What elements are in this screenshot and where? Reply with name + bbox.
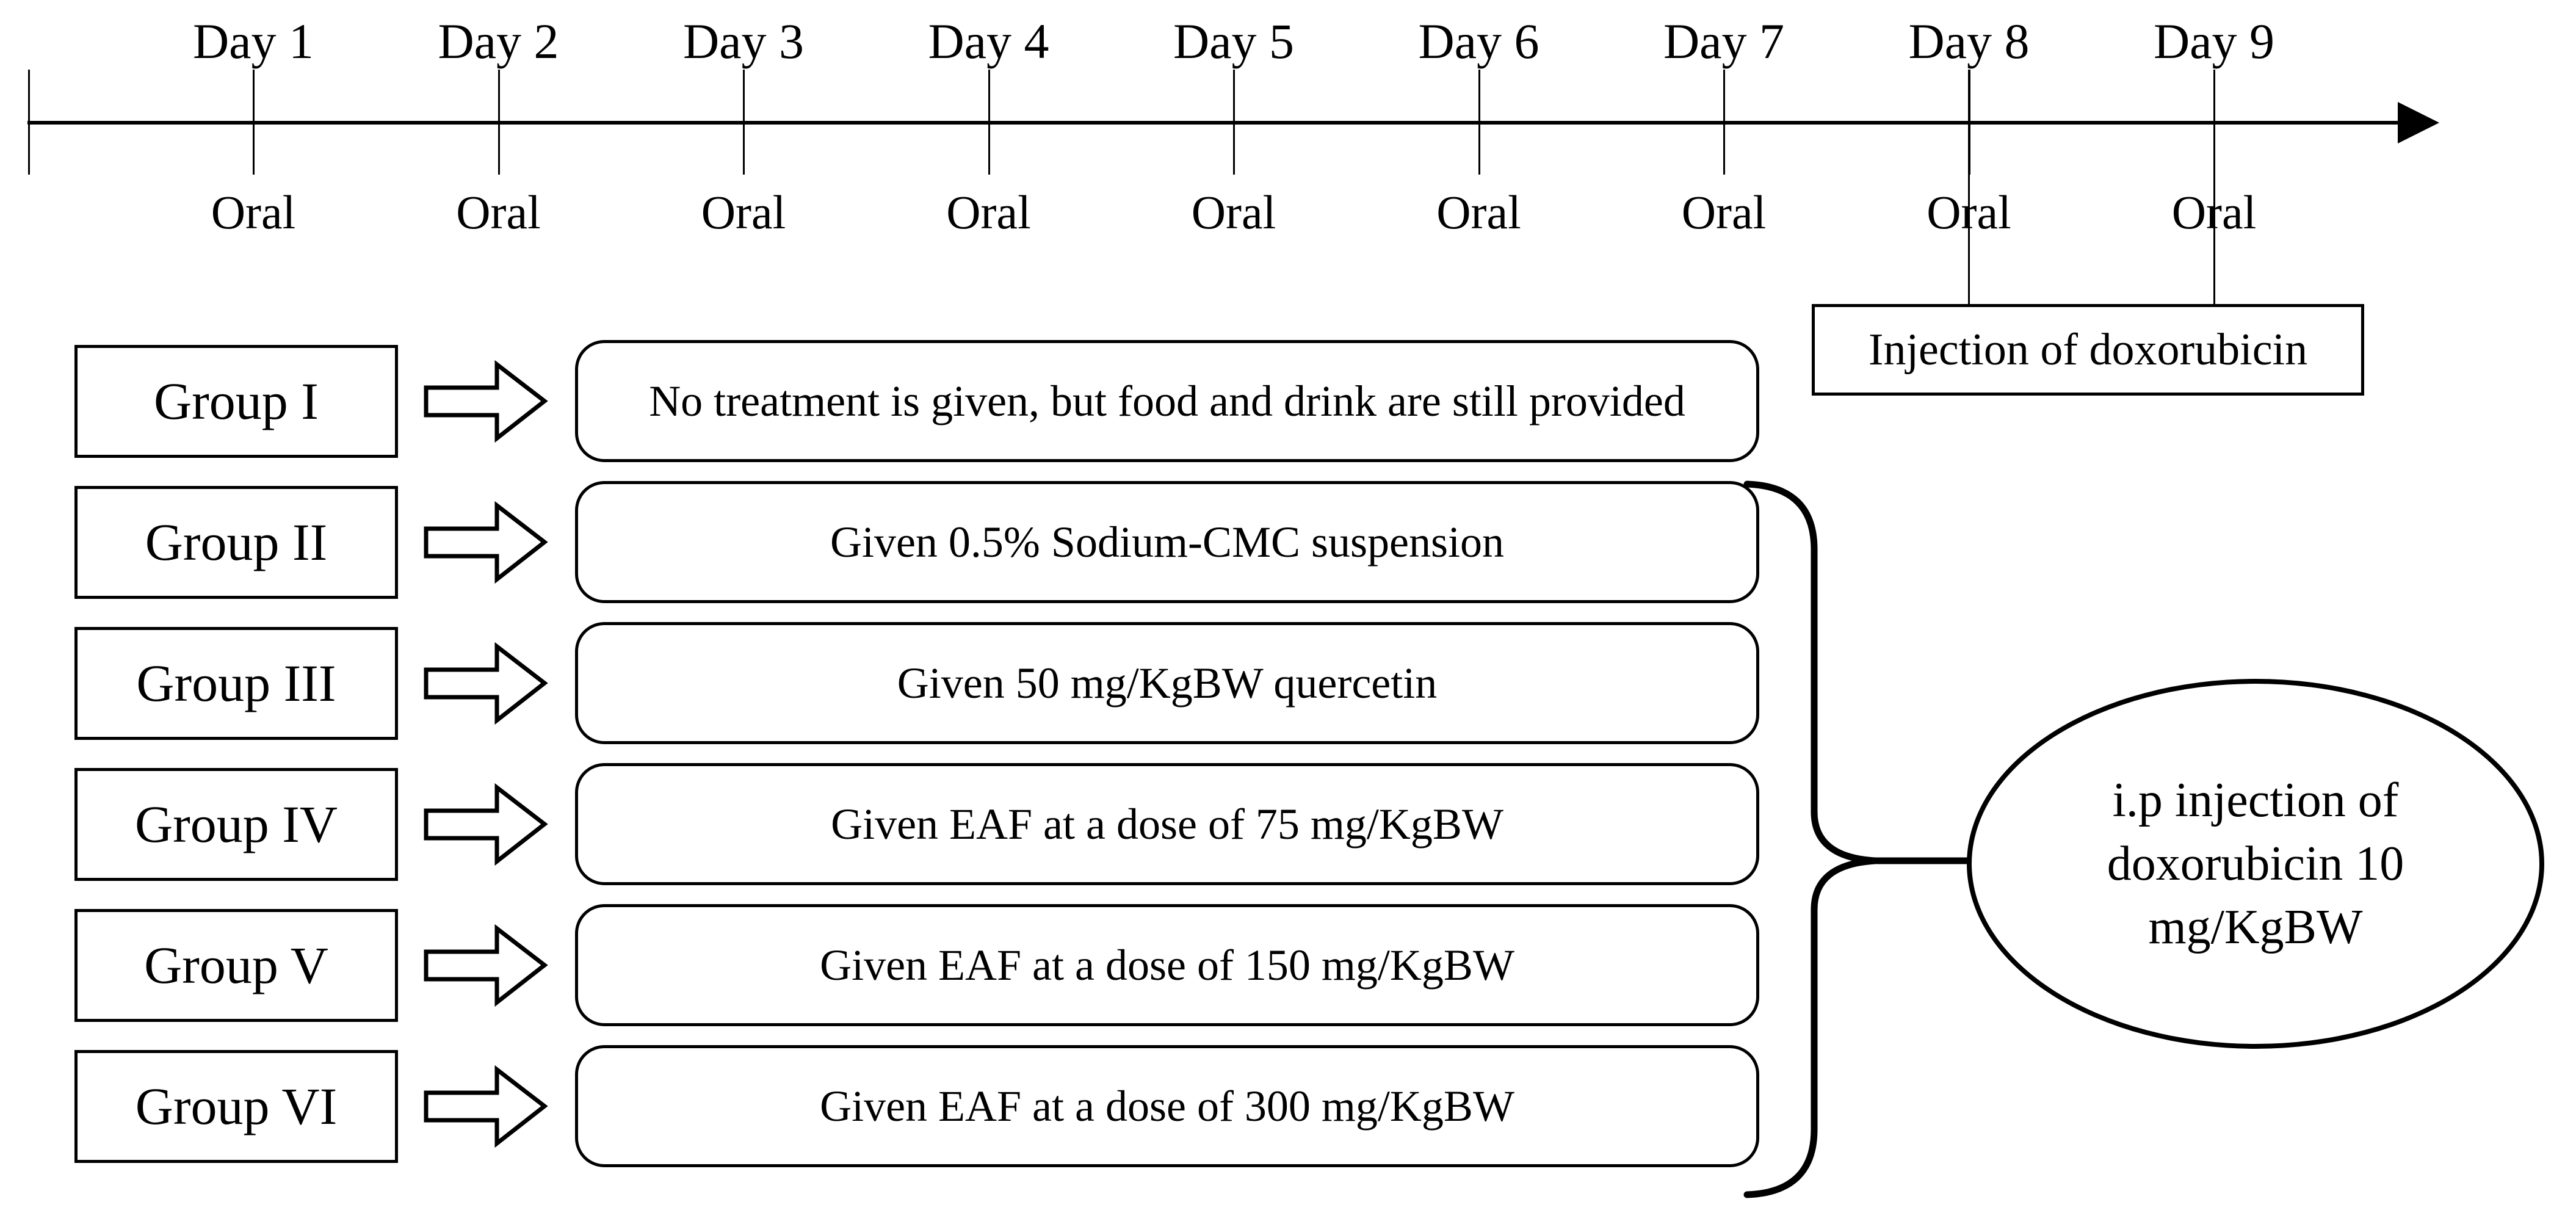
day-label: Day 4: [928, 13, 1049, 69]
injection-label: Injection of doxorubicin: [1868, 324, 2308, 375]
block-arrow-icon: [424, 1065, 548, 1148]
day-label: Day 6: [1418, 13, 1539, 69]
group-row: Group III Given 50 mg/KgBW quercetin: [74, 622, 1759, 744]
group-row: Group VI Given EAF at a dose of 300 mg/K…: [74, 1045, 1759, 1167]
day-label: Day 7: [1663, 13, 1785, 69]
day-label: Day 9: [2153, 13, 2275, 69]
callout-text-line: doxorubicin 10: [2107, 837, 2404, 891]
group-box: Group IV: [74, 767, 398, 881]
treatment-box: Given EAF at a dose of 150 mg/KgBW: [575, 904, 1759, 1026]
treatment-label: Given EAF at a dose of 300 mg/KgBW: [820, 1081, 1514, 1131]
group-row: Group IV Given EAF at a dose of 75 mg/Kg…: [74, 763, 1759, 885]
day-tick-mark: [497, 70, 500, 175]
oral-route-label: Oral: [1436, 186, 1521, 239]
treatment-box: Given EAF at a dose of 75 mg/KgBW: [575, 763, 1759, 885]
day-tick-mark: [1478, 70, 1480, 175]
callout-text-line: i.p injection of: [2112, 773, 2399, 827]
block-arrow-icon: [424, 360, 548, 443]
day-tick-mark: [253, 70, 255, 175]
group-label: Group V: [144, 936, 328, 994]
group-label: Group II: [145, 513, 328, 571]
timeline-arrowhead-icon: [2398, 102, 2439, 143]
group-row: Group I No treatment is given, but food …: [74, 340, 1759, 462]
treatment-label: Given 50 mg/KgBW quercetin: [897, 658, 1438, 708]
oral-route-label: Oral: [456, 186, 541, 239]
treatment-box: Given 0.5% Sodium-CMC suspension: [575, 481, 1759, 603]
oral-route-label: Oral: [946, 186, 1031, 239]
group-label: Group III: [136, 654, 336, 712]
group-label: Group VI: [135, 1077, 338, 1135]
day-label: Day 3: [682, 13, 805, 69]
block-arrow-icon: [424, 924, 548, 1007]
group-box: Group I: [74, 344, 398, 458]
treatment-box: Given EAF at a dose of 300 mg/KgBW: [575, 1045, 1759, 1167]
group-box: Group VI: [74, 1049, 398, 1163]
group-label: Group I: [154, 372, 319, 430]
day8-injection-connector-line: [1968, 70, 1970, 304]
treatment-box: Given 50 mg/KgBW quercetin: [575, 622, 1759, 744]
day9-injection-connector-line: [2213, 70, 2215, 304]
day-label: Day 1: [192, 13, 314, 69]
day-tick-mark: [743, 70, 745, 175]
group-label: Group IV: [135, 795, 338, 853]
block-arrow-icon: [424, 783, 548, 866]
callout-text-line: mg/KgBW: [2148, 900, 2363, 954]
treatment-box: No treatment is given, but food and drin…: [575, 340, 1759, 462]
group-row: Group V Given EAF at a dose of 150 mg/Kg…: [74, 904, 1759, 1026]
treatment-label: Given EAF at a dose of 75 mg/KgBW: [831, 799, 1503, 849]
doxorubicin-callout: i.p injection of doxorubicin 10 mg/KgBW: [1967, 679, 2544, 1049]
day-tick-mark: [988, 70, 990, 175]
group-box: Group III: [74, 626, 398, 740]
block-arrow-icon: [424, 501, 548, 584]
day-label: Day 2: [438, 13, 559, 69]
treatment-label: Given EAF at a dose of 150 mg/KgBW: [820, 940, 1514, 990]
injection-box: Injection of doxorubicin: [1812, 304, 2364, 396]
day-tick-mark: [1723, 70, 1725, 175]
day-label: Day 8: [1908, 13, 2030, 69]
timeline-axis: [27, 121, 2401, 125]
oral-route-label: Oral: [211, 186, 296, 239]
oral-route-label: Oral: [1681, 186, 1767, 239]
timeline-start-tick: [28, 70, 30, 175]
treatment-label: No treatment is given, but food and drin…: [649, 376, 1685, 425]
day-tick-mark: [1233, 70, 1235, 175]
group-box: Group V: [74, 908, 398, 1022]
oral-route-label: Oral: [701, 186, 786, 239]
group-rows: Group I No treatment is given, but food …: [74, 340, 1759, 1167]
day-label: Day 5: [1173, 13, 1295, 69]
group-box: Group II: [74, 485, 398, 599]
group-row: Group II Given 0.5% Sodium-CMC suspensio…: [74, 481, 1759, 603]
curly-brace: [1743, 480, 1876, 1198]
oral-route-label: Oral: [1191, 186, 1276, 239]
block-arrow-icon: [424, 642, 548, 725]
treatment-label: Given 0.5% Sodium-CMC suspension: [830, 517, 1505, 567]
